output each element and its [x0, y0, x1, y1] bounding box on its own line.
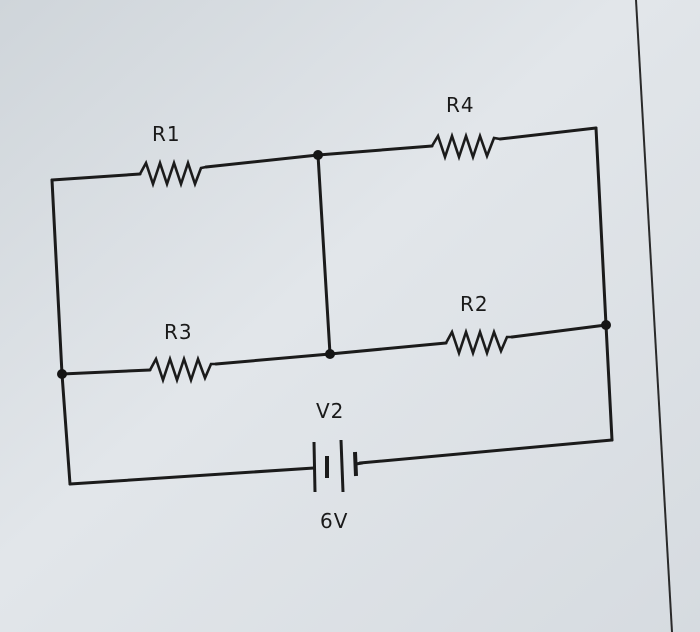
junction-left — [57, 369, 67, 379]
wire-node-to-r4 — [316, 144, 434, 157]
junction-bottom-middle — [325, 349, 335, 359]
v2-value-label: 6V — [320, 509, 348, 533]
r4-label: R4 — [446, 93, 475, 117]
wire-right-upper — [594, 126, 608, 327]
wire-bottom-right — [358, 438, 614, 465]
v2-label: V2 — [316, 399, 344, 423]
resistor-r2-symbol — [444, 327, 512, 358]
wire-right-lower — [604, 323, 614, 442]
wire-r4-to-corner — [498, 126, 598, 141]
resistor-r1-symbol — [138, 158, 207, 189]
r2-label: R2 — [460, 292, 489, 316]
r1-label: R1 — [152, 122, 181, 146]
page-edge-line — [635, 0, 673, 632]
wire-r3-to-node — [214, 352, 332, 366]
resistor-r3-symbol — [148, 354, 216, 385]
resistor-r4-symbol — [430, 131, 501, 162]
wire-node-to-r2 — [328, 341, 448, 356]
wire-left-to-r3 — [60, 368, 152, 376]
r3-label: R3 — [164, 320, 193, 344]
junction-top-middle — [313, 150, 323, 160]
junction-right — [601, 320, 611, 330]
wire-top-left — [50, 172, 142, 182]
wire-r2-to-node — [510, 323, 608, 339]
wire-bottom-left — [68, 466, 316, 486]
battery-v2-symbol — [312, 439, 364, 493]
wire-r1-to-node — [204, 153, 320, 169]
wire-middle-vertical — [316, 153, 332, 356]
